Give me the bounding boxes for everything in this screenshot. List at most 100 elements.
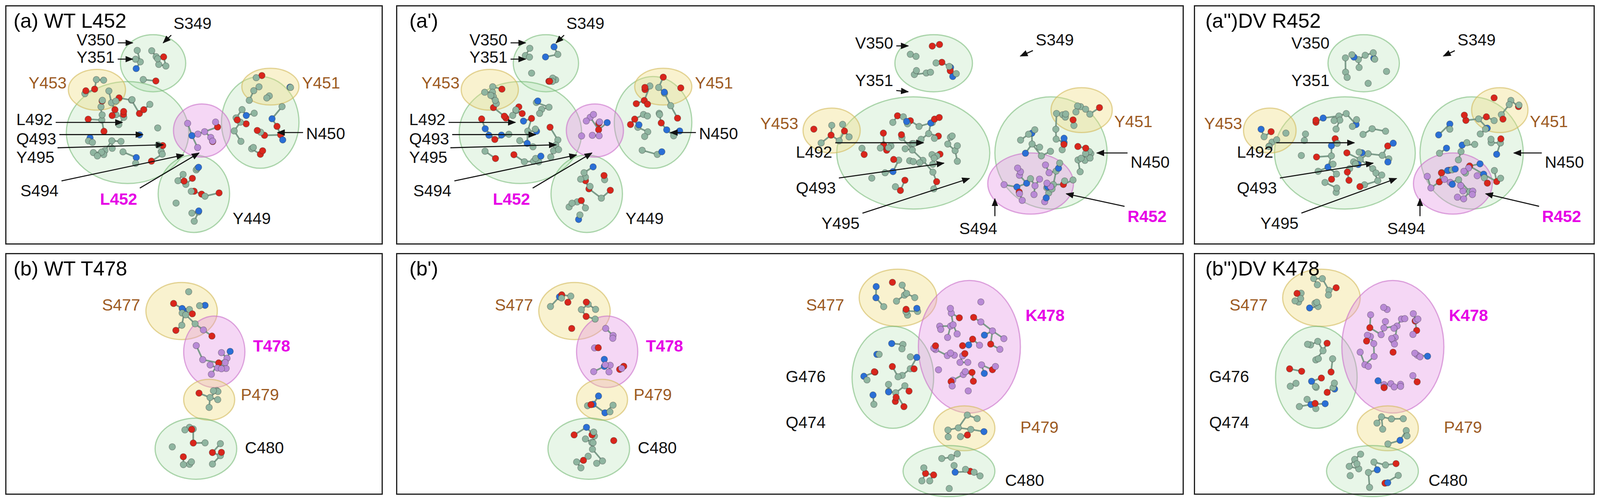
leader-arrow [117, 58, 133, 60]
atom [1374, 377, 1382, 385]
atom [618, 365, 625, 372]
residue-label: S494 [1387, 219, 1426, 239]
atom [658, 148, 665, 155]
atom [547, 303, 554, 310]
residue-label: Y495 [409, 148, 448, 168]
atom [888, 340, 895, 347]
atom [1380, 304, 1387, 311]
atom [870, 401, 878, 408]
atom [1298, 368, 1305, 375]
atom [554, 51, 562, 58]
residue-label: L492 [16, 110, 53, 130]
atom [898, 345, 906, 353]
atom [1441, 176, 1448, 183]
atom [1043, 179, 1051, 187]
atom [243, 112, 250, 119]
atom [1490, 167, 1498, 174]
atom [180, 177, 188, 185]
atom [491, 136, 498, 143]
residue-label: T478 [646, 336, 684, 356]
atom [97, 103, 105, 110]
residue-label: N450 [1544, 152, 1584, 172]
atom [593, 460, 600, 467]
atom [1042, 194, 1050, 202]
surface-blob [547, 418, 630, 480]
atom [873, 283, 880, 290]
atom [194, 130, 201, 138]
atom [84, 115, 92, 123]
residue-label: Y495 [821, 214, 860, 234]
atom [964, 359, 971, 366]
leader-arrow [57, 144, 164, 148]
atom [860, 151, 868, 158]
atom [1370, 340, 1378, 347]
atom [174, 177, 182, 184]
atom [152, 77, 159, 85]
atom [863, 376, 871, 384]
atom [218, 349, 225, 357]
atom [900, 403, 908, 411]
atom [970, 378, 977, 385]
atom [1497, 175, 1504, 182]
atom [1370, 49, 1377, 56]
atom [120, 108, 127, 115]
panel-title: (b'')DV K478 [1205, 257, 1320, 281]
atom [901, 177, 909, 184]
atom [901, 382, 909, 390]
atom [132, 154, 140, 162]
surface-blob [634, 68, 692, 106]
atom [584, 453, 592, 460]
atom [600, 172, 608, 179]
residue-label: L492 [409, 110, 446, 130]
atom [1356, 348, 1364, 356]
atom [1391, 384, 1398, 391]
residue-label: S494 [413, 181, 452, 201]
residue-label: N450 [699, 124, 739, 144]
atom [889, 363, 896, 370]
atom [577, 464, 585, 472]
panel-title: (a') [409, 9, 439, 33]
residue-label: S349 [566, 14, 605, 34]
atom [481, 125, 489, 133]
atom [929, 169, 937, 176]
atom [635, 121, 643, 128]
residue-label: R452 [1127, 207, 1167, 227]
atom [187, 188, 195, 195]
residue-label: N450 [306, 124, 346, 144]
atom [158, 150, 166, 158]
atom [1014, 165, 1021, 172]
atom [989, 327, 996, 335]
atom [1373, 420, 1381, 427]
atom [1493, 150, 1500, 158]
atom [550, 43, 558, 50]
atom [1505, 101, 1513, 108]
atom [589, 439, 597, 447]
atom [516, 137, 523, 144]
residue-label: Y451 [1114, 112, 1153, 132]
surface-blob [241, 68, 300, 106]
atom [935, 114, 943, 121]
atom [1449, 181, 1456, 188]
atom [1457, 182, 1464, 189]
atom [216, 440, 224, 448]
atom [890, 156, 897, 163]
atom [589, 163, 597, 171]
atom [1374, 466, 1381, 474]
residue-label: C480 [1428, 471, 1468, 491]
atom [869, 392, 877, 399]
atom [1096, 104, 1103, 111]
atom [578, 132, 585, 140]
atom [481, 148, 489, 155]
atom [558, 295, 565, 302]
atom [252, 74, 260, 81]
atom [1378, 413, 1385, 421]
residue-label: Y453 [1203, 114, 1243, 134]
leader-arrow [454, 154, 577, 181]
atom [945, 63, 953, 70]
atom [1332, 125, 1340, 133]
atom [676, 127, 683, 135]
atom [875, 351, 883, 358]
surface-blob [1471, 87, 1528, 133]
atom [1052, 136, 1060, 143]
atom [595, 126, 602, 133]
